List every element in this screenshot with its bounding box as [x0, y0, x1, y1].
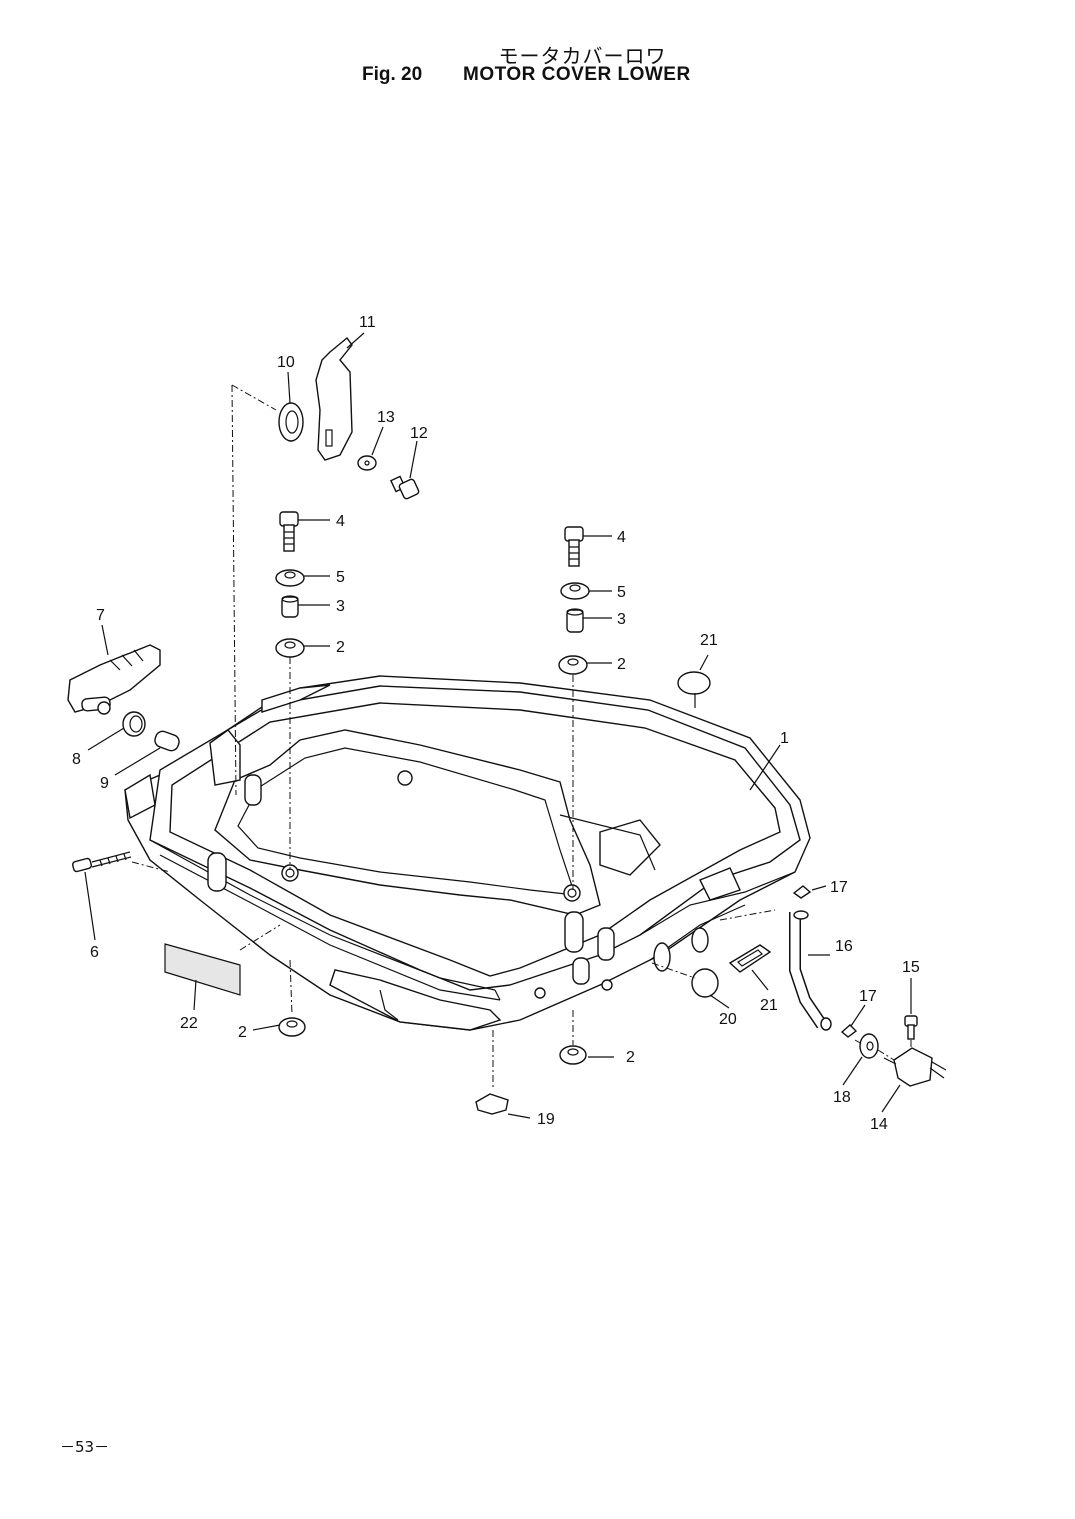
figure-number: Fig. 20 — [362, 64, 423, 85]
callout-label: 17 — [830, 879, 848, 896]
motor-cover-lower-part — [124, 675, 811, 1031]
callout-label: 18 — [833, 1089, 851, 1106]
figure-title-japanese: モータカバーロワ — [498, 44, 667, 68]
grommet-part-right — [558, 655, 588, 675]
grommet-oval-part — [728, 944, 772, 973]
handle-lever-part — [67, 644, 161, 715]
callout-label: 3 — [617, 611, 626, 628]
grommet-part-bottom-right — [559, 1045, 587, 1065]
callout-label: 19 — [537, 1111, 555, 1128]
washer-part-right — [560, 582, 590, 600]
callout-label: 12 — [410, 425, 428, 442]
washer-part-fitting — [859, 1033, 879, 1059]
callout-label: 2 — [617, 656, 626, 673]
connector-fitting-part — [883, 1047, 947, 1087]
page-number: －53－ — [60, 1438, 110, 1456]
hose-part — [789, 910, 832, 1031]
callout-label: 16 — [835, 938, 853, 955]
ring-part — [278, 402, 304, 442]
callout-label: 2 — [626, 1049, 635, 1066]
label-plate-part — [164, 943, 241, 996]
washer-part — [357, 455, 377, 471]
callout-label: 4 — [617, 529, 626, 546]
callout-label: 5 — [336, 569, 345, 586]
grommet-part-bottom-left — [278, 1017, 306, 1037]
bolt-part-right — [564, 526, 584, 567]
callout-label: 14 — [870, 1116, 888, 1133]
callout-label: 15 — [902, 959, 920, 976]
grommet-part-left — [275, 638, 305, 658]
cap-part-upper — [677, 671, 711, 695]
leader-lines — [84, 332, 912, 1119]
callout-label: 21 — [760, 997, 778, 1014]
callout-label: 17 — [859, 988, 877, 1005]
bushing-part — [154, 730, 180, 752]
seal-ring-part — [122, 711, 146, 737]
callout-label: 8 — [72, 751, 81, 768]
collar-part-left — [281, 595, 299, 618]
assembly-lines — [131, 384, 912, 1090]
collar-part-right — [566, 608, 584, 633]
callout-label: 2 — [336, 639, 345, 656]
clip-part-upper — [792, 885, 812, 899]
callout-label: 9 — [100, 775, 109, 792]
screw-part — [390, 475, 420, 500]
callout-label: 7 — [96, 607, 105, 624]
callout-label: 20 — [719, 1011, 737, 1028]
callout-label: 5 — [617, 584, 626, 601]
callout-label: 6 — [90, 944, 99, 961]
callout-label: 2 — [238, 1024, 247, 1041]
callout-label: 4 — [336, 513, 345, 530]
callout-label: 21 — [700, 632, 718, 649]
bolt-part-left — [279, 511, 299, 552]
screw-part-fitting — [904, 1015, 918, 1040]
hook-plate-part — [315, 336, 353, 461]
callout-label: 1 — [780, 730, 789, 747]
figure-title: MOTOR COVER LOWER — [463, 64, 691, 85]
callout-label: 13 — [377, 409, 395, 426]
callout-label: 3 — [336, 598, 345, 615]
callout-label: 10 — [277, 354, 295, 371]
plug-part — [691, 968, 719, 998]
pin-part — [71, 851, 132, 873]
washer-part-left — [275, 569, 305, 587]
clip-part-lower — [840, 1024, 858, 1038]
callout-label: 11 — [359, 314, 376, 331]
callout-labels: 11 10 13 12 4 5 3 2 4 5 3 2 7 8 9 21 1 1… — [72, 314, 920, 1133]
callout-label: 22 — [180, 1015, 198, 1032]
foot-pad-part — [475, 1093, 509, 1115]
